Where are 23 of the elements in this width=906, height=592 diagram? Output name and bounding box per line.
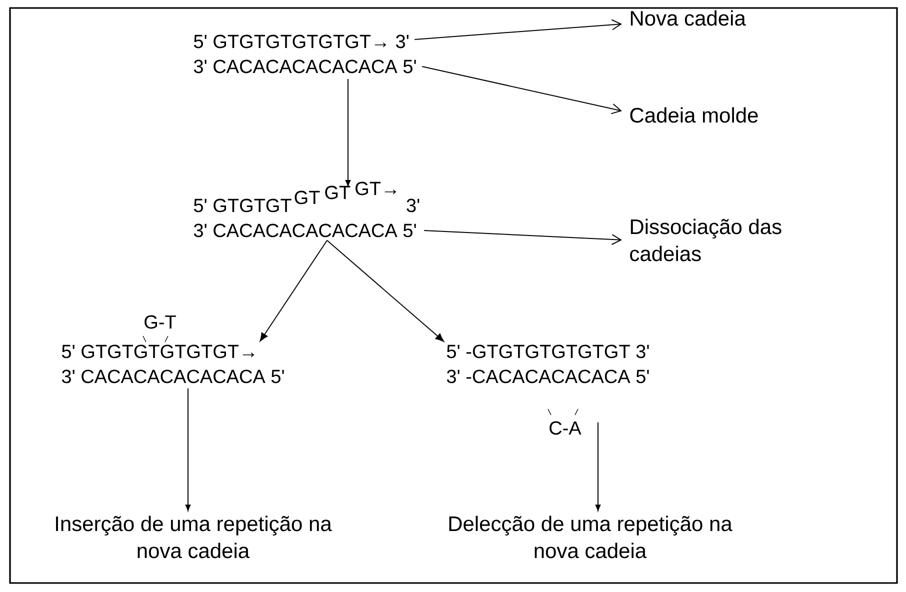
strand-sequence: 3' CACACACACACACA 5'	[194, 60, 416, 74]
arrow	[424, 230, 622, 245]
strand-sequence: 3' -CACACACACACA 5'	[446, 370, 649, 384]
arrow	[260, 240, 328, 342]
caption-text: Dissociação das cadeias	[630, 218, 782, 262]
loop-bases: C-A	[550, 421, 582, 435]
arrow	[422, 66, 622, 114]
strand-sequence: 5' GTGTGT GT GT GT→ 3'	[194, 182, 420, 212]
strand-sequence: 5' GTGTGTGTGTGT→	[62, 344, 254, 358]
strand-sequence: 3' CACACACACACACA 5'	[194, 224, 416, 238]
strand-sequence: 5' -GTGTGTGTGTGT 3'	[446, 344, 649, 358]
caption-text: Inserção de uma repetição na nova cadeia	[56, 516, 332, 558]
caption-text: Cadeia molde	[630, 107, 758, 123]
strand-sequence: 3' CACACACACACACA 5'	[62, 370, 284, 384]
arrow	[414, 19, 622, 40]
caption-text: Nova cadeia	[630, 10, 746, 26]
arrow	[595, 422, 601, 512]
loop-bases: G-T	[144, 315, 176, 329]
strand-sequence: 5' GTGTGTGTGTGT→ 3'	[194, 34, 409, 48]
arrow	[345, 78, 351, 186]
arrow	[185, 388, 191, 512]
caption-text: Delecção de uma repetição na nova cadeia	[449, 516, 732, 558]
arrow	[326, 240, 444, 342]
